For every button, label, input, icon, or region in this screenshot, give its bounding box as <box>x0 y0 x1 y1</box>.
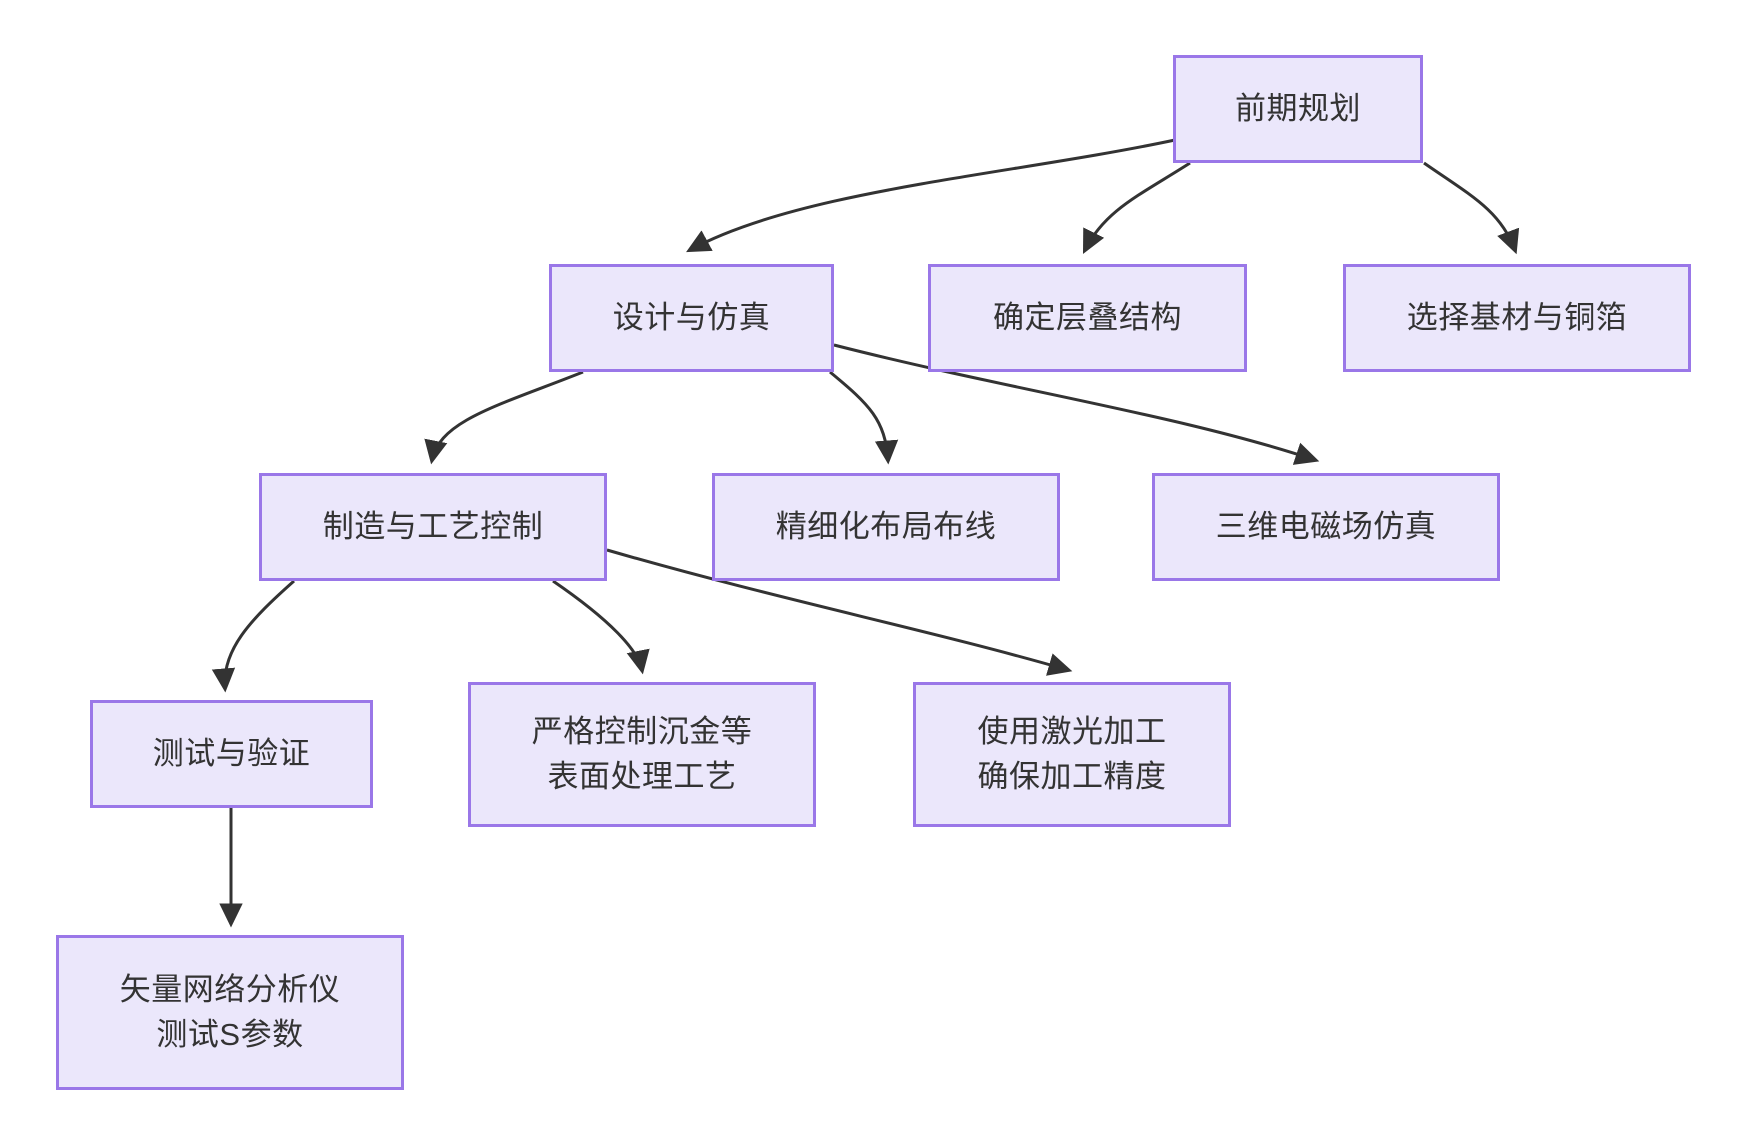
flow-node-n1[interactable]: 前期规划 <box>1173 55 1423 163</box>
flow-node-n2[interactable]: 设计与仿真 <box>549 264 834 372</box>
flow-node-n11[interactable]: 矢量网络分析仪 测试S参数 <box>56 935 404 1090</box>
flow-edge-n2-to-n6 <box>829 370 899 465</box>
flow-edge-n1-to-n2 <box>686 138 1176 253</box>
flow-edge-n1-to-n3 <box>1082 161 1191 255</box>
flow-node-n10[interactable]: 使用激光加工 确保加工精度 <box>913 682 1231 827</box>
flow-node-n9[interactable]: 严格控制沉金等 表面处理工艺 <box>468 682 816 827</box>
flow-edge-n5-to-n9 <box>552 579 650 675</box>
flow-edge-n5-to-n8 <box>211 579 295 693</box>
flow-node-n4[interactable]: 选择基材与铜箔 <box>1343 264 1691 372</box>
flow-edge-n1-to-n4 <box>1423 161 1520 255</box>
flow-node-n8[interactable]: 测试与验证 <box>90 700 373 808</box>
flow-node-n3[interactable]: 确定层叠结构 <box>928 264 1247 372</box>
flow-node-n7[interactable]: 三维电磁场仿真 <box>1152 473 1500 581</box>
flow-node-n5[interactable]: 制造与工艺控制 <box>259 473 607 581</box>
flow-edge-n2-to-n5 <box>424 370 584 465</box>
flow-node-n6[interactable]: 精细化布局布线 <box>712 473 1060 581</box>
